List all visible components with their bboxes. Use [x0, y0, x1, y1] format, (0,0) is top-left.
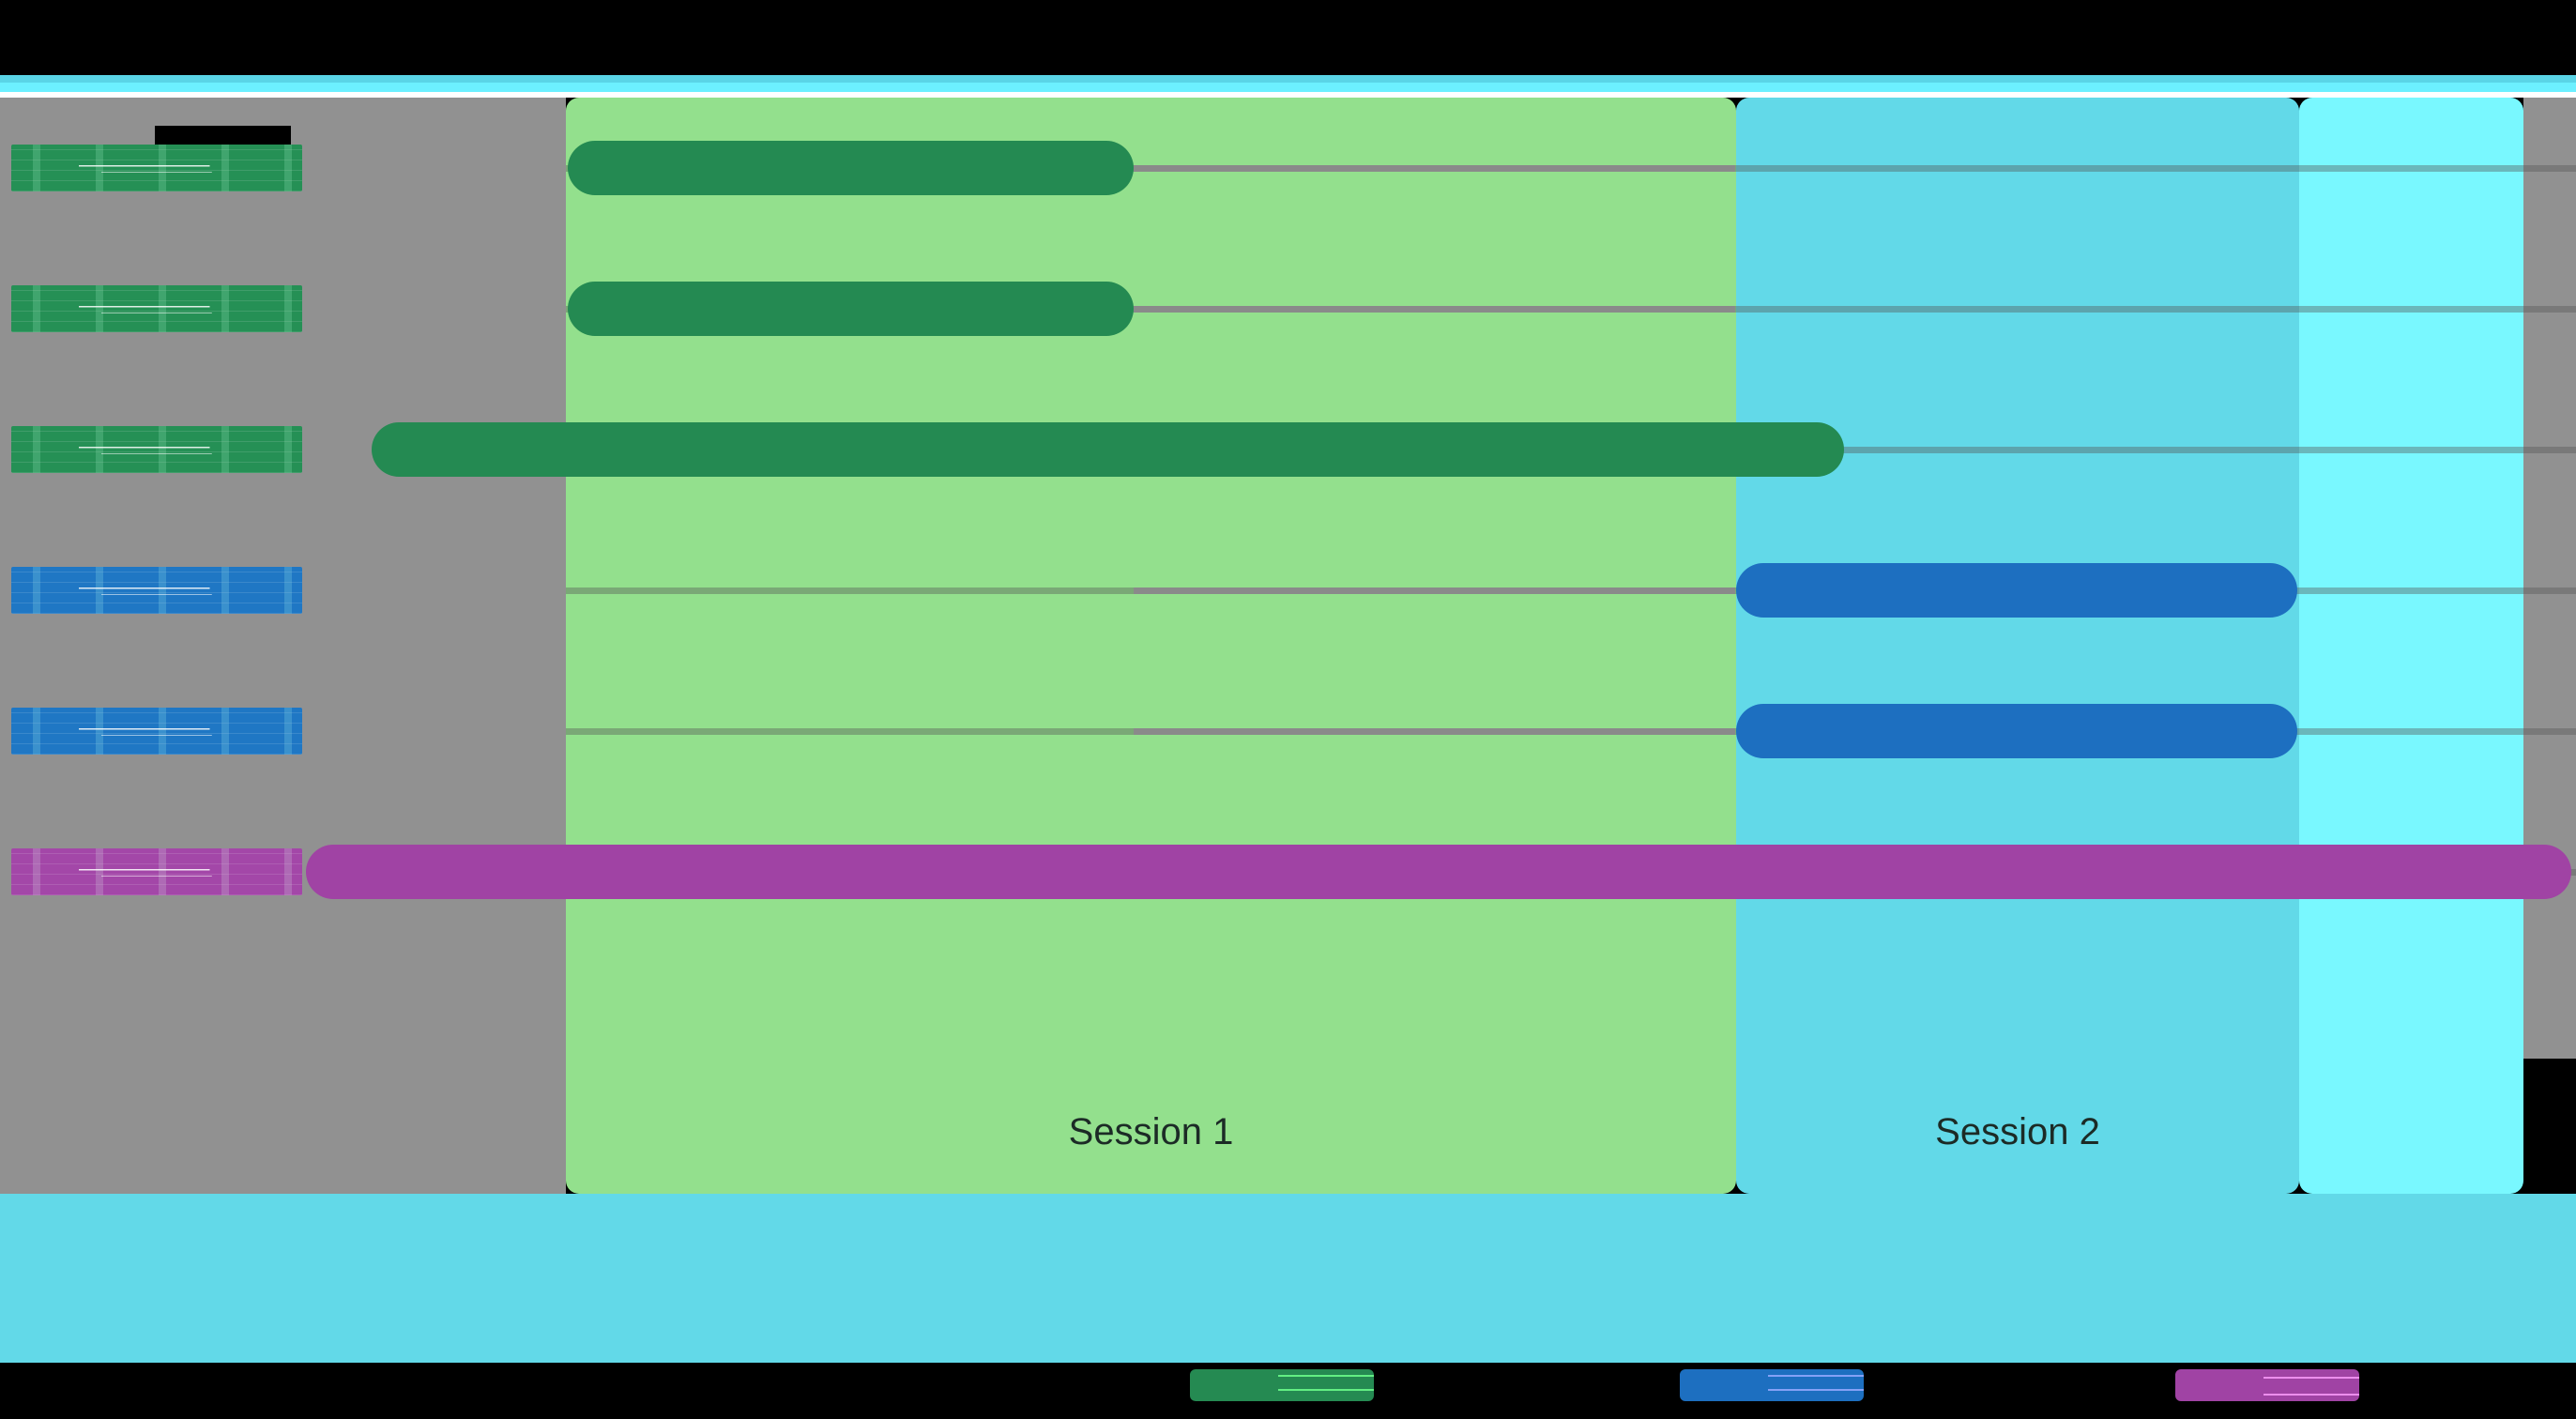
row-label-chip[interactable]: [11, 567, 302, 614]
x-axis-strip: [0, 1194, 2576, 1363]
legend-swatch: [1680, 1369, 1864, 1401]
row-label-chip[interactable]: [11, 145, 302, 191]
legend-item[interactable]: [1190, 1368, 1381, 1402]
plot-area: Session 1 Session 2: [0, 98, 2576, 1194]
redaction-highlight: [11, 285, 302, 332]
redaction-noise: [1768, 1369, 1864, 1401]
session-band-1[interactable]: Session 1: [566, 98, 1736, 1194]
session-label-1: Session 1: [1068, 1111, 1234, 1152]
row-label-text: [11, 285, 302, 332]
row-label-chip[interactable]: [11, 848, 302, 895]
row-rail-segment: [1134, 587, 1735, 594]
row-label-text: [11, 426, 302, 473]
title-band: [0, 0, 2576, 75]
session-band-2[interactable]: Session 2: [1736, 98, 2299, 1194]
row-label-text: [11, 708, 302, 755]
row-label-chip[interactable]: [11, 708, 302, 755]
gantt-row: [0, 801, 2576, 942]
legend-item[interactable]: [2175, 1368, 2367, 1402]
redaction-highlight: [11, 567, 302, 614]
session-band-3[interactable]: [2299, 98, 2523, 1194]
gantt-row: [0, 379, 2576, 520]
row-rail-segment: [1134, 728, 1735, 735]
task-bar[interactable]: [1736, 704, 2297, 758]
row-label-gutter: [0, 98, 566, 1194]
gantt-row: [0, 520, 2576, 661]
top-rule-white: [0, 92, 2576, 98]
gantt-row: [0, 238, 2576, 379]
row-label-chip[interactable]: [11, 285, 302, 332]
row-rail-segment: [1134, 306, 1735, 313]
legend-swatch: [1190, 1369, 1374, 1401]
top-rule-cyan-light: [0, 83, 2576, 92]
gantt-row: [0, 661, 2576, 801]
task-bar[interactable]: [306, 845, 2571, 899]
legend-item[interactable]: [1680, 1368, 1871, 1402]
redaction-noise: [2264, 1369, 2359, 1401]
task-bar[interactable]: [1736, 563, 2297, 618]
redaction-highlight: [11, 145, 302, 191]
row-label-text: [11, 848, 302, 895]
top-rule-cyan-dark: [0, 75, 2576, 83]
task-bar[interactable]: [568, 141, 1134, 195]
redaction-noise: [1278, 1369, 1374, 1401]
legend: [0, 1363, 2576, 1419]
task-bar[interactable]: [568, 282, 1134, 336]
redaction-highlight: [11, 708, 302, 755]
redaction-highlight: [11, 848, 302, 895]
redaction-highlight: [11, 426, 302, 473]
legend-swatch: [2175, 1369, 2359, 1401]
row-rail-segment: [1134, 165, 1735, 172]
row-label-text: [11, 567, 302, 614]
row-label-text: [11, 145, 302, 191]
session-label-2: Session 2: [1935, 1111, 2100, 1152]
task-bar[interactable]: [372, 422, 1844, 477]
gantt-row: [0, 98, 2576, 238]
row-label-chip[interactable]: [11, 426, 302, 473]
